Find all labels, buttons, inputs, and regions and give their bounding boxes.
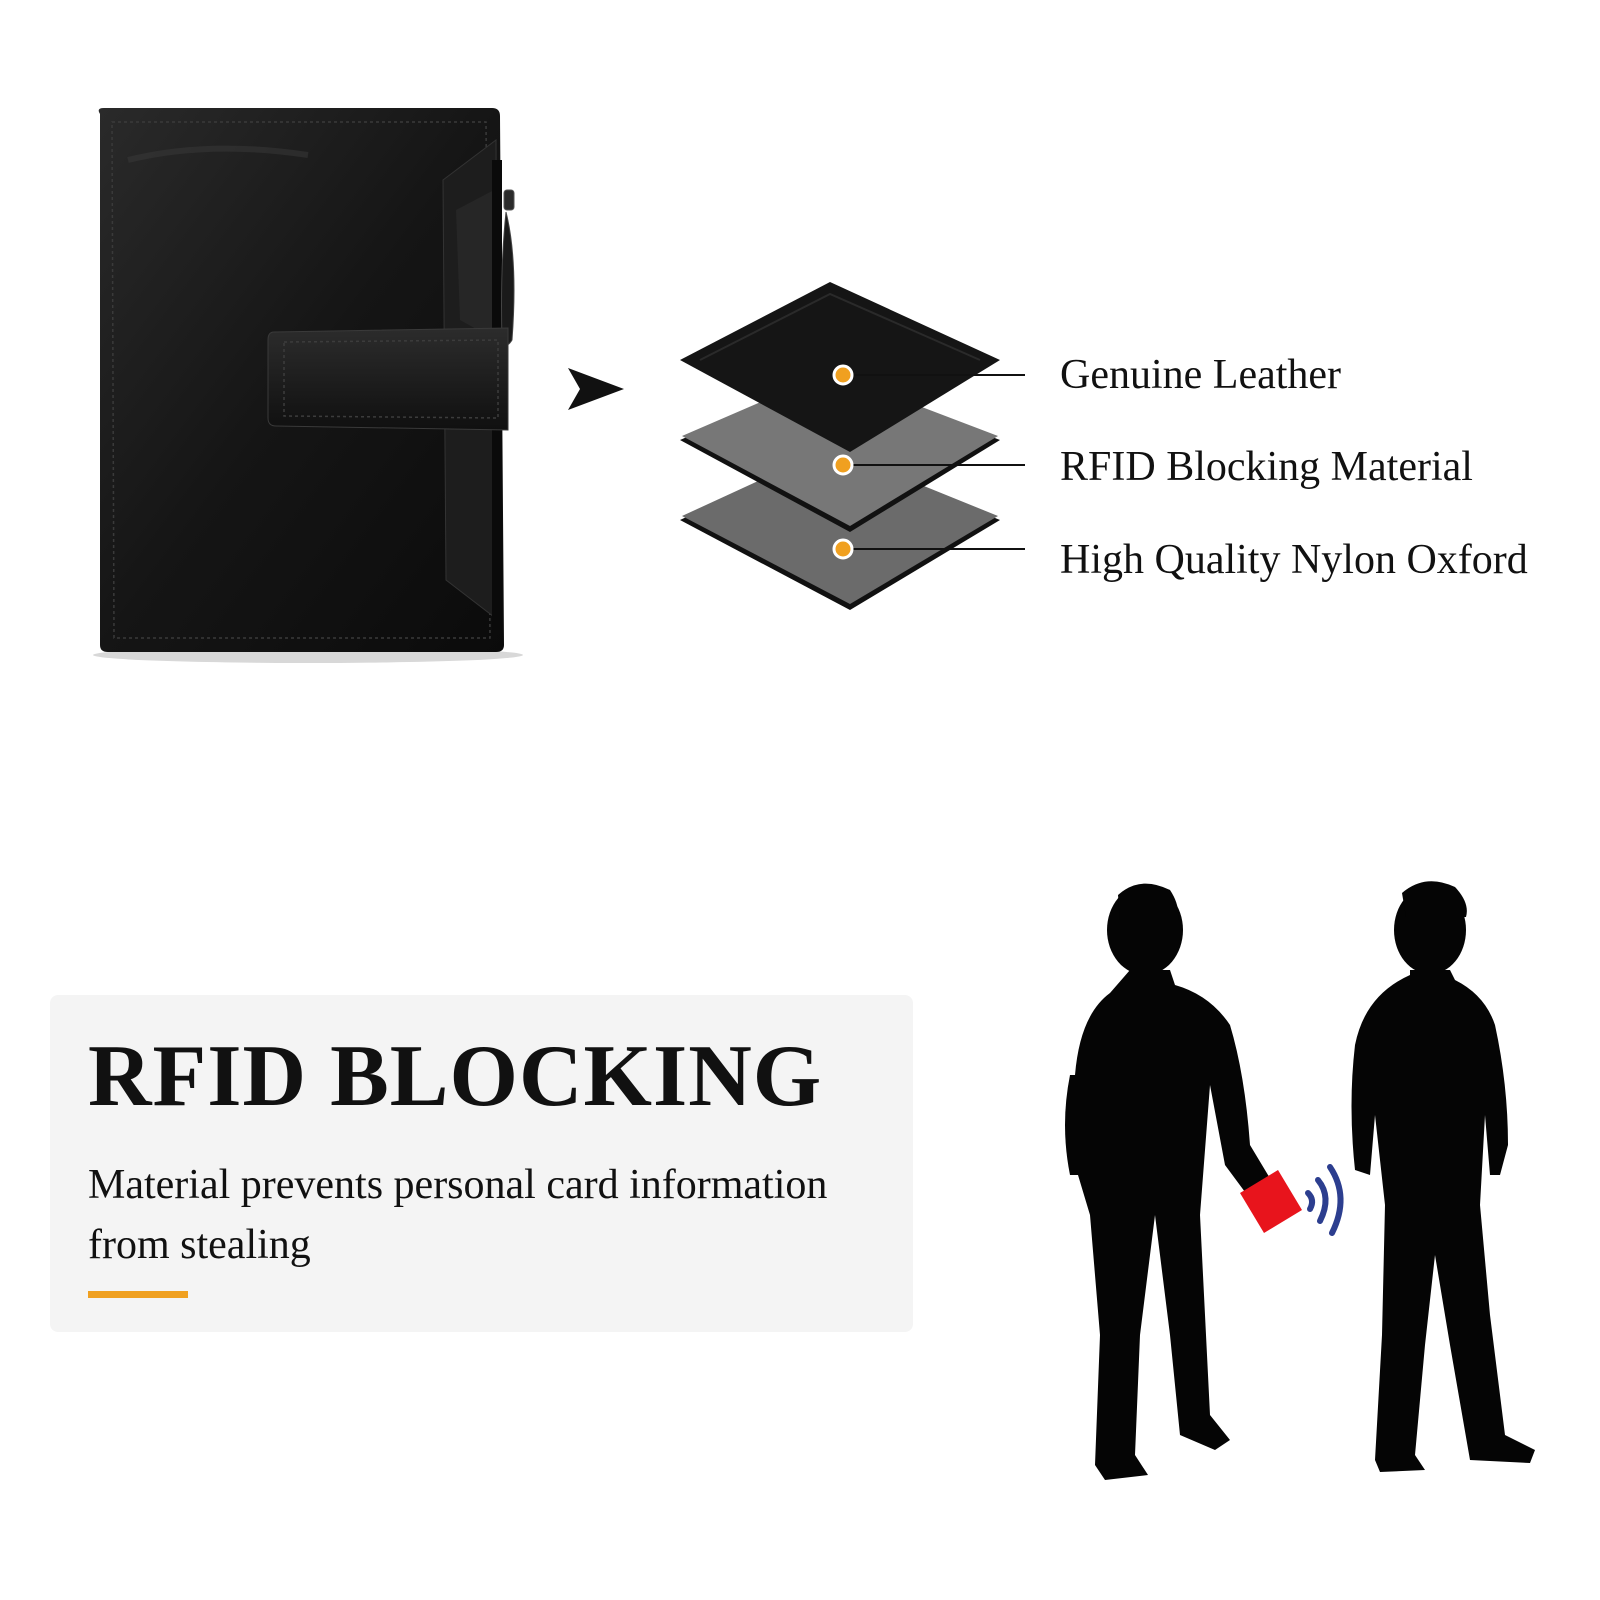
layer-label-nylon-oxford: High Quality Nylon Oxford bbox=[1060, 537, 1528, 583]
credit-card-icon bbox=[1240, 1170, 1302, 1233]
layer-dot-1 bbox=[832, 364, 854, 386]
layer-label-genuine-leather: Genuine Leather bbox=[1060, 352, 1342, 398]
rfid-theft-illustration bbox=[1030, 875, 1590, 1515]
accent-bar bbox=[88, 1291, 188, 1298]
rfid-title: RFID BLOCKING bbox=[88, 1028, 823, 1125]
layer-dot-3 bbox=[832, 538, 854, 560]
layer-dot-2 bbox=[832, 454, 854, 476]
thief-silhouette-icon bbox=[1065, 883, 1280, 1480]
wallet-icon bbox=[88, 100, 528, 670]
arrow-right-icon bbox=[566, 366, 626, 412]
victim-silhouette-icon bbox=[1351, 881, 1535, 1472]
layer-label-rfid-material: RFID Blocking Material bbox=[1060, 444, 1473, 490]
rfid-info-card: RFID BLOCKING Material prevents personal… bbox=[50, 995, 913, 1332]
rfid-description: Material prevents personal card informat… bbox=[88, 1162, 828, 1268]
material-layers-diagram bbox=[670, 280, 1050, 630]
layer-rfid-material bbox=[680, 372, 1000, 532]
wireless-signal-icon bbox=[1305, 1164, 1344, 1236]
